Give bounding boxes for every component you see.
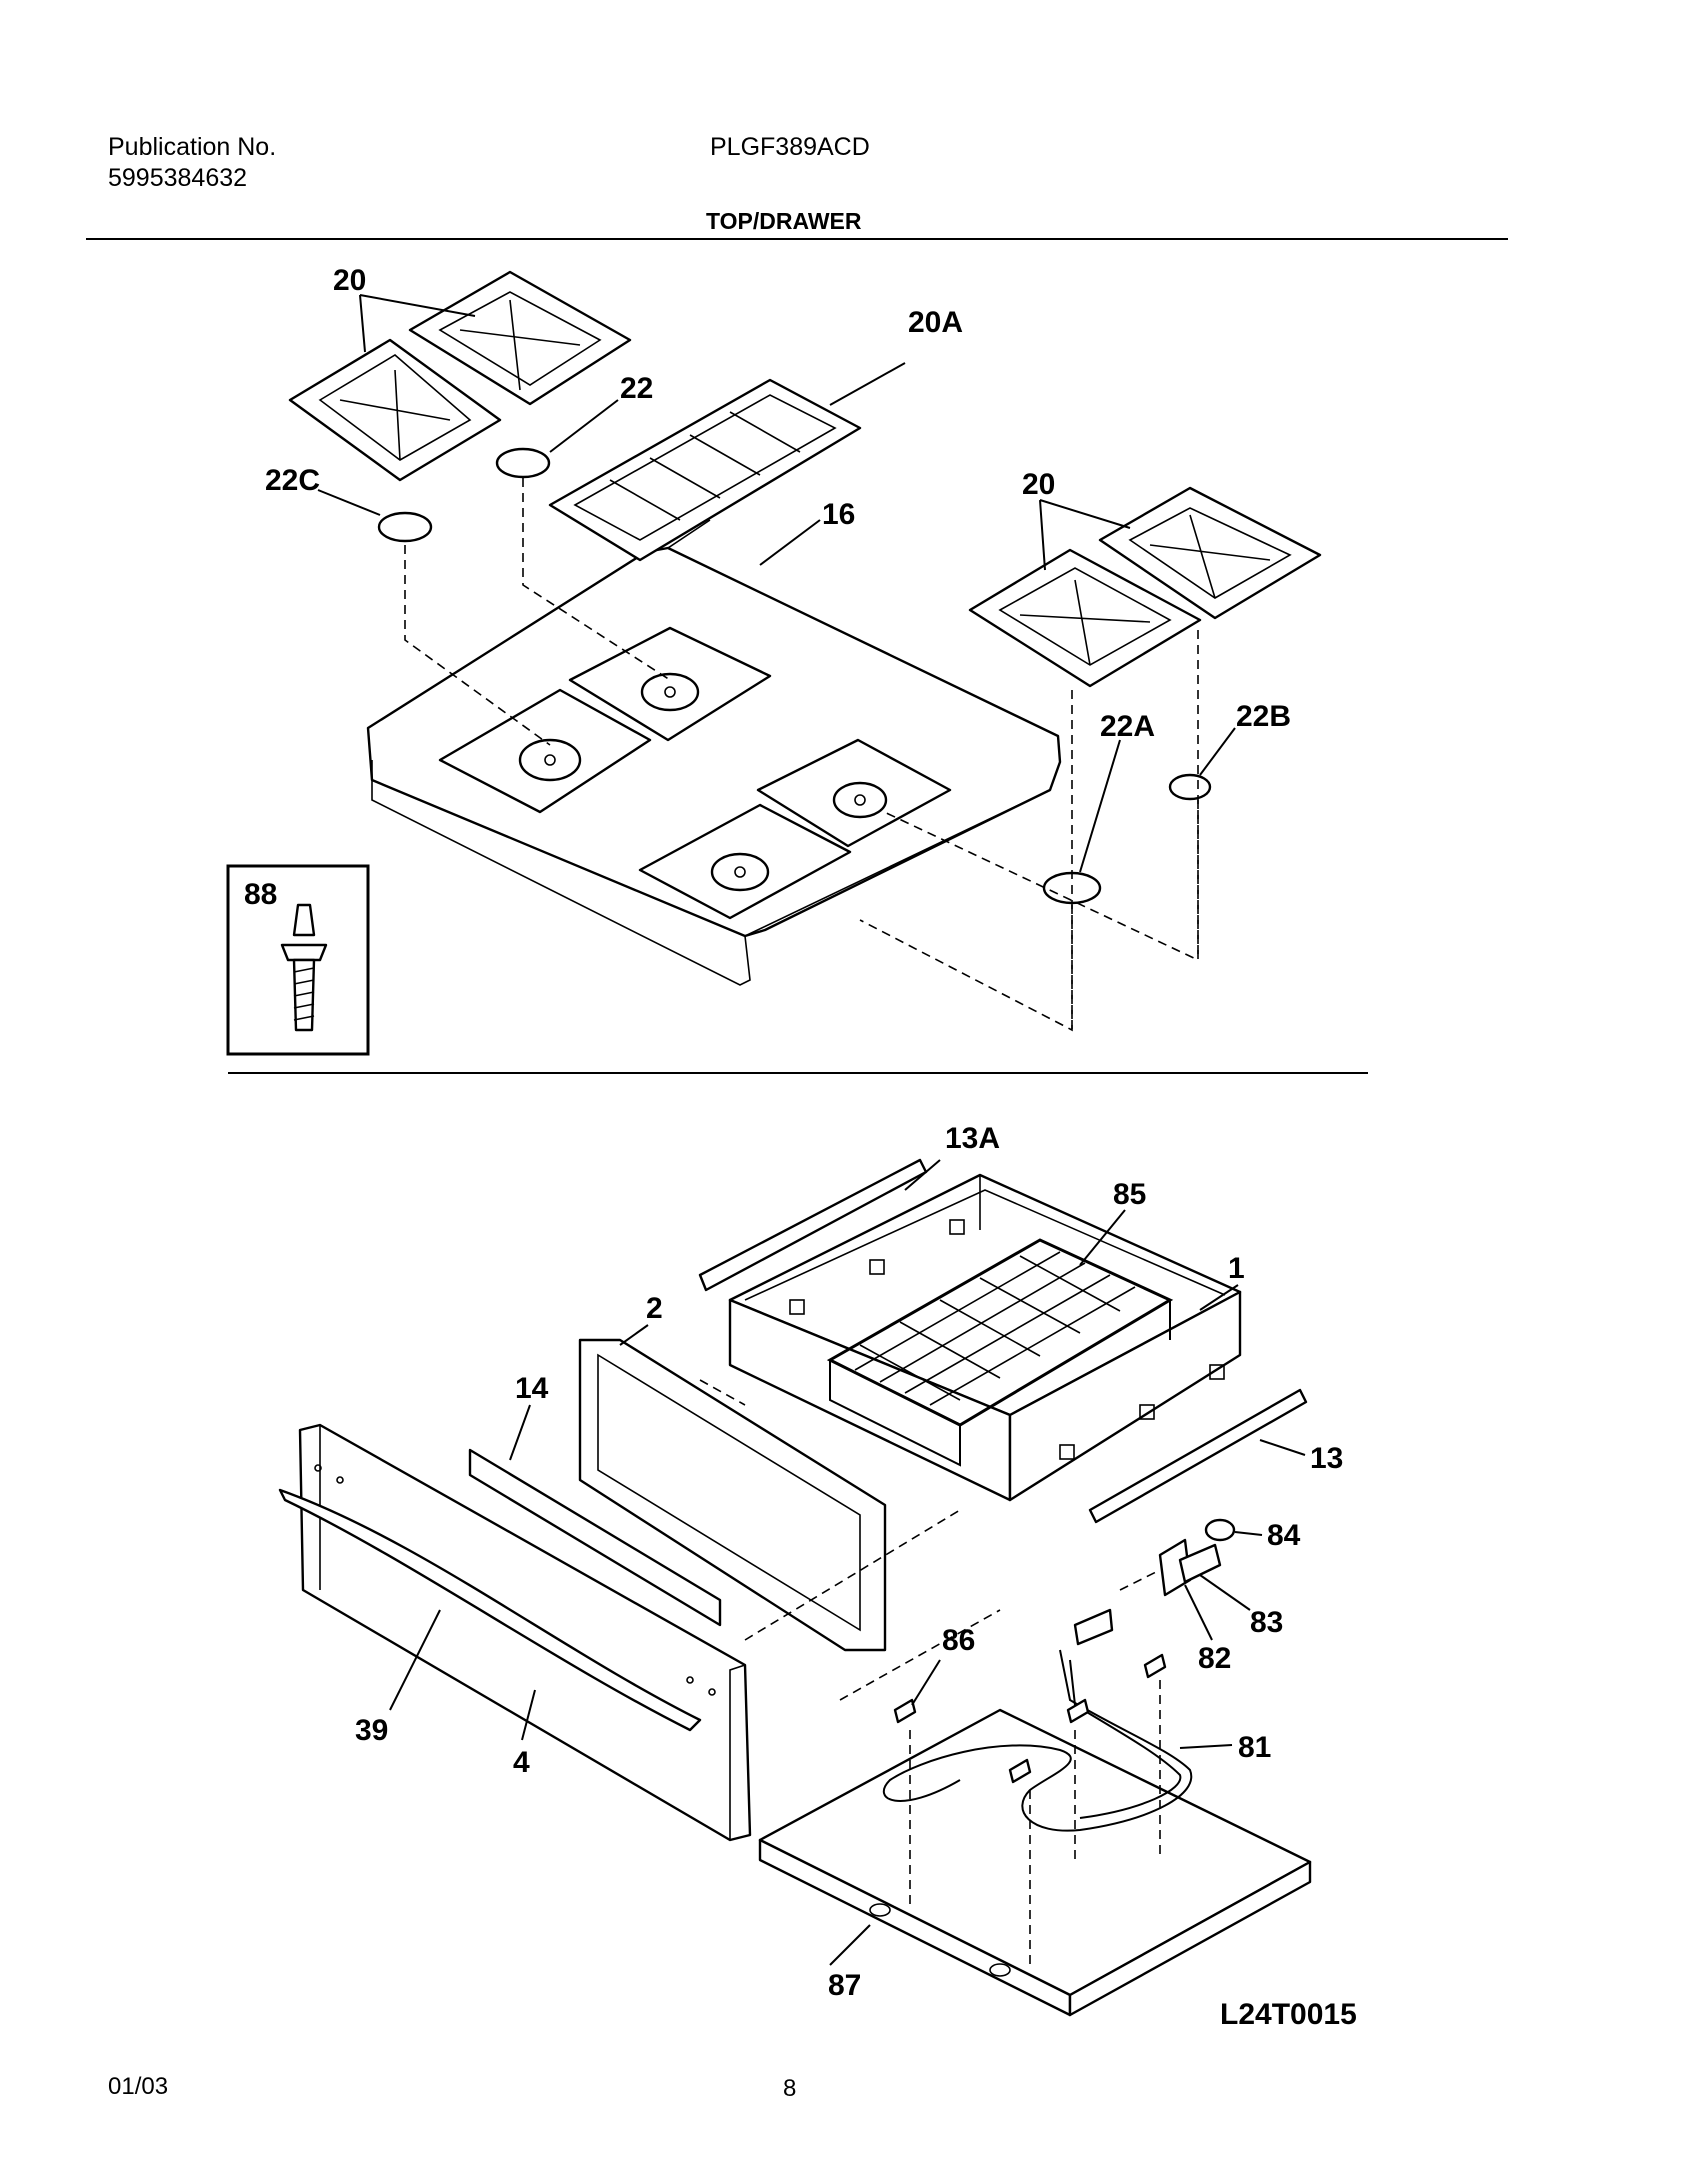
callout-87: 87 <box>828 1969 861 2002</box>
callout-83: 83 <box>1250 1606 1283 1639</box>
callout-13A: 13A <box>945 1122 1000 1155</box>
hardware-brackets <box>893 1518 1236 1784</box>
callout-86: 86 <box>942 1624 975 1657</box>
callout-22A: 22A <box>1100 710 1155 743</box>
diagram-code: L24T0015 <box>1220 1998 1357 2031</box>
drawer-bottom-pan <box>758 1708 1312 2017</box>
model-number: PLGF389ACD <box>710 133 870 161</box>
alignment-lines-top <box>404 478 1199 1032</box>
wire-rack <box>826 1238 1174 1467</box>
callout-39: 39 <box>355 1714 388 1747</box>
inset-88 <box>226 864 370 1056</box>
header-rule <box>86 238 1508 240</box>
callout-20-right: 20 <box>1022 468 1055 501</box>
page-number: 8 <box>783 2075 797 2102</box>
callout-85: 85 <box>1113 1178 1146 1211</box>
callout-20-left: 20 <box>333 264 366 297</box>
callout-88: 88 <box>244 878 277 911</box>
leader-lines-top <box>317 294 1236 873</box>
callout-13: 13 <box>1310 1442 1343 1475</box>
callout-2: 2 <box>646 1292 663 1325</box>
grate-center <box>548 378 862 562</box>
leader-lines-drawer <box>389 1159 1306 1966</box>
callout-22C: 22C <box>265 464 320 497</box>
callout-4: 4 <box>513 1746 530 1779</box>
callout-16: 16 <box>822 498 855 531</box>
alignment-lines-drawer <box>699 1379 1161 1970</box>
callout-82: 82 <box>1198 1642 1231 1675</box>
grate-right-pair <box>968 486 1322 688</box>
grate-left-pair <box>288 270 632 482</box>
callout-84: 84 <box>1267 1519 1301 1552</box>
section-divider <box>228 1072 1368 1074</box>
callout-22: 22 <box>620 372 653 405</box>
callout-14: 14 <box>515 1372 549 1405</box>
callout-22B: 22B <box>1236 700 1291 733</box>
callout-1: 1 <box>1228 1252 1245 1285</box>
callout-81: 81 <box>1238 1731 1271 1764</box>
publication-number: 5995384632 <box>108 164 248 192</box>
callout-20A: 20A <box>908 306 963 339</box>
cooktop-panel <box>366 519 1062 986</box>
section-title: TOP/DRAWER <box>706 208 862 234</box>
gasket-strip <box>468 1448 722 1627</box>
footer-date: 01/03 <box>108 2073 169 2100</box>
drawer-front <box>278 1423 752 1842</box>
drawer-frame <box>578 1338 887 1652</box>
publication-label: Publication No. <box>108 133 277 161</box>
